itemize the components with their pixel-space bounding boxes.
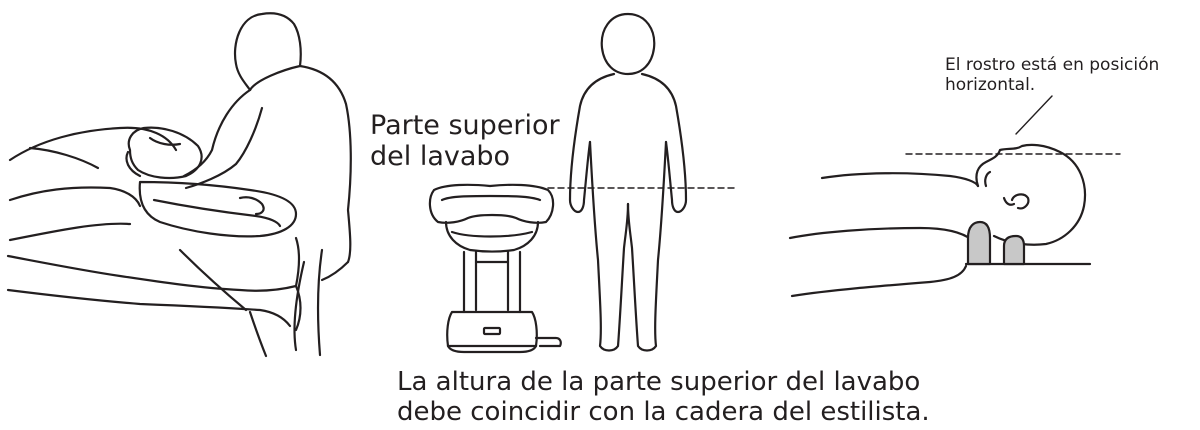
shampoo-scene-illustration <box>6 12 352 358</box>
face-horizontal-label-line-2: horizontal. <box>945 74 1036 95</box>
caption-line-1: La altura de la parte superior del lavab… <box>397 367 921 397</box>
shampoo-unit-illustration <box>428 183 562 354</box>
client-profile-illustration <box>788 95 1121 298</box>
head-rest-pad <box>1002 234 1026 266</box>
neck-rest-pad <box>966 220 992 266</box>
sink-top-label-line-2: del lavabo <box>370 141 511 173</box>
sink-top-label: Parte superior del lavabo <box>370 110 560 172</box>
caption-line-2: debe coincidir con la cadera del estilis… <box>397 396 930 427</box>
sink-top-label-line-1: Parte superior <box>370 110 560 141</box>
face-horizontal-label-line-1: El rostro está en posición <box>945 55 1160 75</box>
caption: La altura de la parte superior del lavab… <box>397 367 930 428</box>
stylist-silhouette <box>568 12 688 352</box>
face-horizontal-label: El rostro está en posición horizontal. <box>945 55 1160 95</box>
